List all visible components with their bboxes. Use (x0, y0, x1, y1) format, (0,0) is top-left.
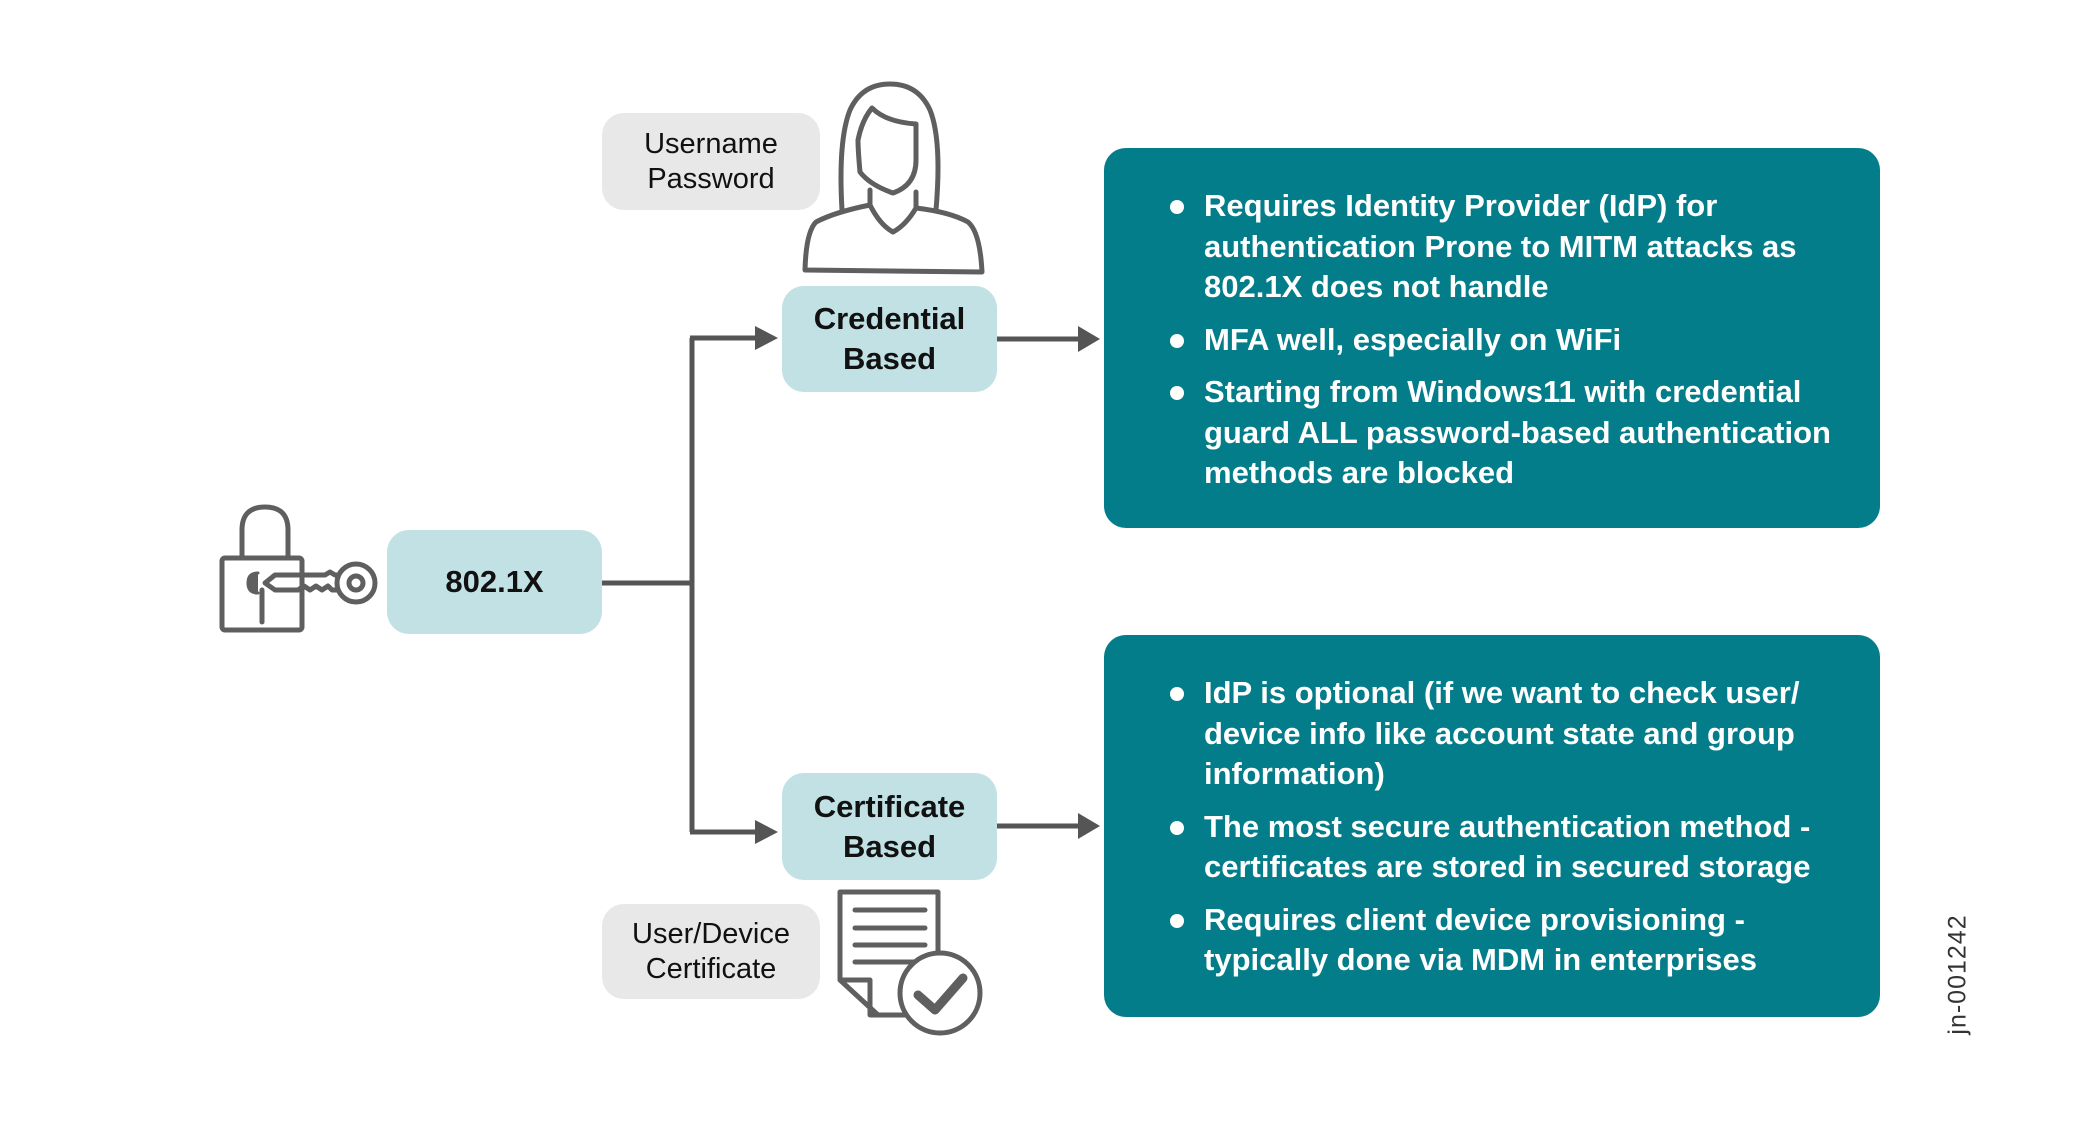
arrow-certificate-to-details (997, 813, 1100, 839)
certificate-details-box: IdP is optional (if we want to check use… (1104, 635, 1880, 1017)
credential-input-line: Username (644, 127, 778, 160)
bullet-icon (1170, 333, 1184, 348)
credential-input-line: Password (647, 162, 775, 195)
certificate-input-line: Certificate (645, 952, 777, 985)
bullet-text: Requires client device provisioning - (1204, 901, 1745, 937)
credential-details-box: Requires Identity Provider (IdP) for aut… (1104, 148, 1880, 528)
bullet-text: device info like account state and group (1204, 715, 1795, 751)
connector-root-trunk (602, 338, 695, 832)
node-credential-based: Credential Based (782, 286, 997, 392)
node-certificate-label: Based (842, 828, 937, 864)
node-certificate-based: Certificate Based (782, 773, 997, 880)
node-credential-label: Based (842, 341, 937, 376)
bullet-icon (1170, 386, 1184, 400)
bullet-text: typically done via MDM in enterprises (1204, 942, 1757, 977)
node-credential-label: Credential (813, 301, 966, 336)
arrow-credential-to-details (997, 326, 1100, 352)
credential-input-label: Username Password (602, 113, 820, 210)
figure-id: jn-001242 (1943, 914, 1972, 1035)
bullet-text: The most secure authentication method - (1204, 808, 1811, 844)
list-item: Requires client device provisioning - ty… (1162, 900, 1850, 981)
bullet-icon (1170, 687, 1184, 701)
bullet-icon (1170, 913, 1184, 928)
certificate-document-icon (837, 889, 983, 1036)
bullet-text: MFA well, especially on WiFi (1204, 321, 1622, 357)
bullet-text: Requires Identity Provider (IdP) for (1204, 188, 1718, 223)
list-item: The most secure authentication method - … (1162, 807, 1850, 888)
bullet-text: certificates are stored in secured stora… (1204, 849, 1811, 884)
list-item: MFA well, especially on WiFi (1162, 320, 1850, 361)
list-item: Starting from Windows11 with credential … (1162, 372, 1850, 494)
node-802-1x: 802.1X (387, 530, 602, 634)
bullet-text: guard ALL password-based authentication (1204, 414, 1831, 450)
node-802-1x-label: 802.1X (445, 564, 544, 599)
bullet-text: authentication Prone to MITM attacks as (1204, 228, 1797, 264)
arrow-to-certificate (690, 820, 778, 844)
arrow-to-credential (690, 326, 778, 350)
list-item: IdP is optional (if we want to check use… (1162, 673, 1850, 795)
bullet-icon (1170, 200, 1184, 214)
bullet-text: Starting from Windows11 with credential (1204, 374, 1802, 409)
list-item: Requires Identity Provider (IdP) for aut… (1162, 186, 1850, 308)
certificate-input-line: User/Device (632, 917, 790, 950)
credential-details-list: Requires Identity Provider (IdP) for aut… (1162, 186, 1850, 506)
certificate-details-list: IdP is optional (if we want to check use… (1162, 673, 1850, 993)
bullet-text: IdP is optional (if we want to check use… (1204, 675, 1800, 710)
certificate-input-label: User/Device Certificate (602, 904, 820, 999)
person-icon (802, 81, 985, 275)
node-certificate-label: Certificate (813, 788, 966, 824)
lock-key-icon (219, 504, 378, 633)
bullet-text: information) (1204, 756, 1385, 791)
bullet-icon (1170, 820, 1184, 835)
bullet-text: 802.1X does not handle (1204, 269, 1549, 304)
bullet-text: methods are blocked (1204, 455, 1515, 490)
